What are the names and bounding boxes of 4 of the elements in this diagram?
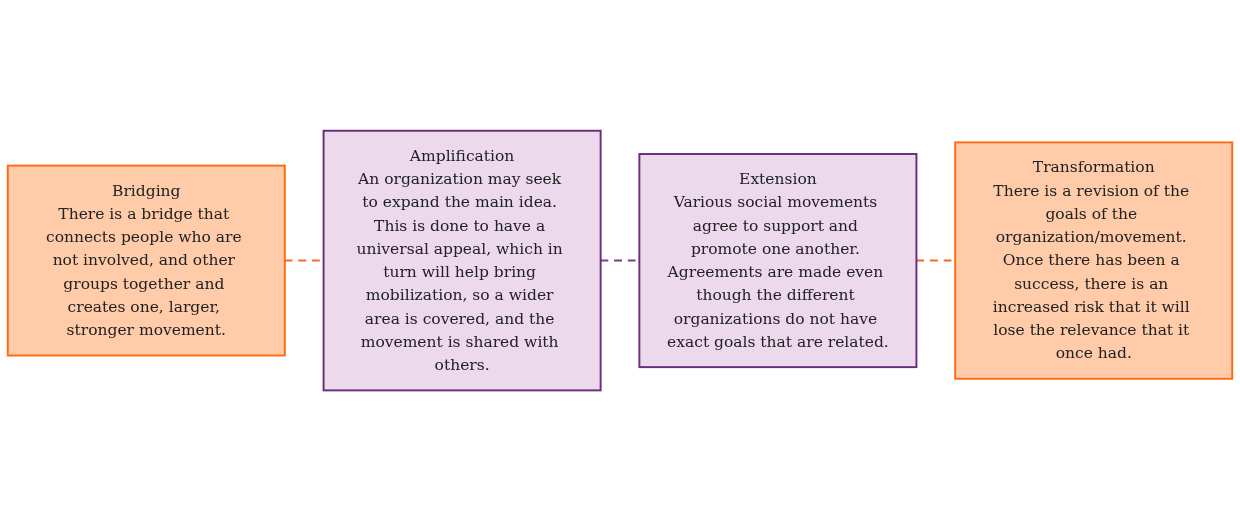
node-box: Amplification An organization may seek to expand the main idea. This is done to have a universal appeal, which in turn will help bring mobilization, so a wider area is covered, and the movement is shared with others.	[322, 129, 602, 392]
node-box: Transformation There is a revision of the goals of the organization/movement. Once there has been a success, there is an increased risk that it will lose the relevance that it once had.	[954, 141, 1234, 380]
node-box: Bridging There is a bridge that connects people who are not involved, and other groups together and creates one, larger, stronger movement.	[6, 164, 286, 357]
node-box: Extension Various social movements agree to support and promote one another. Agreements are made even though the different organizations do not have exact goals that are related.	[638, 152, 918, 369]
